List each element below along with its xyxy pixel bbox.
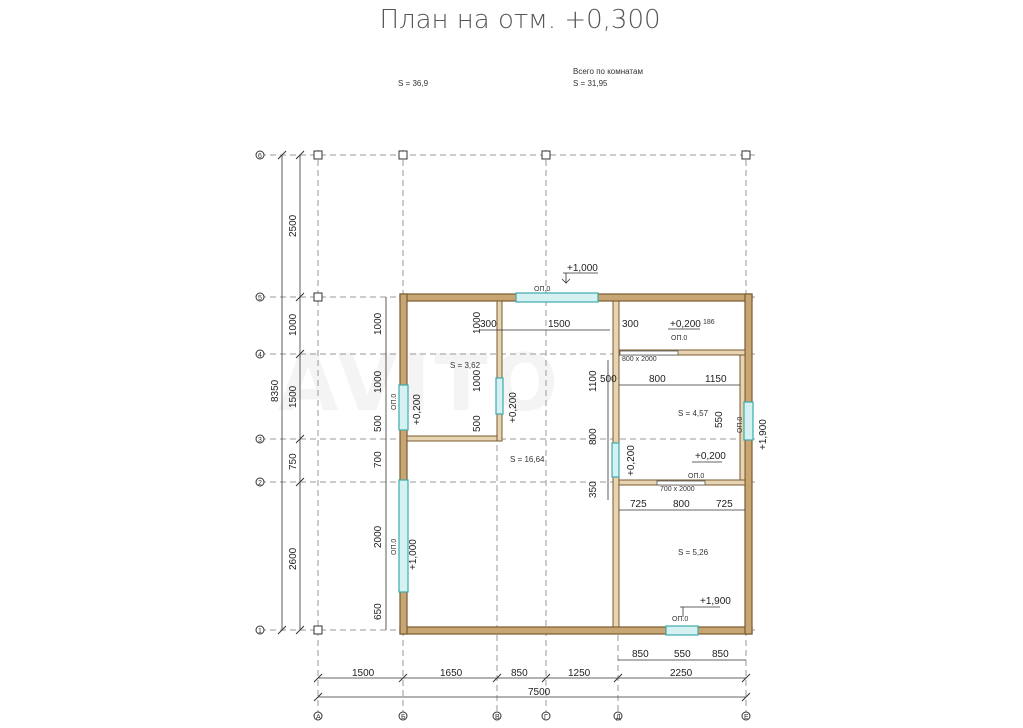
dim-left-1000-a: 1000	[373, 312, 384, 335]
dim-top-300-left: 300	[480, 319, 497, 330]
plan-title: План на отм. +0,300	[379, 5, 660, 35]
dim-left-650: 650	[373, 603, 384, 620]
dim-bottom-1500: 1500	[352, 668, 375, 679]
window-label-left-room: ОП.0	[391, 394, 398, 410]
dim-left-chain-1000: 1000	[288, 313, 299, 336]
axis-bottom-label: Д	[616, 714, 621, 721]
rooms-area: S = 31,95	[573, 79, 608, 88]
room-area-left-small: S = 3,62	[450, 361, 481, 370]
column-markers	[313, 150, 751, 635]
dim-bottom-550: 550	[674, 649, 691, 660]
axis-left-label: 4	[258, 352, 262, 359]
level-left-room-door: +0,200	[508, 392, 519, 423]
doors: 800 x 2000 700 x 2000	[619, 350, 706, 493]
dim-bottom-2250: 2250	[670, 668, 693, 679]
dim-left-total: 8350	[270, 379, 281, 402]
dim-left-2000: 2000	[373, 525, 384, 548]
level-right-inner-door: +0,200	[695, 451, 726, 462]
dim-right-1100: 1100	[588, 370, 599, 392]
door-label-upper: 800 x 2000	[622, 356, 657, 363]
dim-right-500: 500	[600, 374, 617, 385]
dim-bottom-1250: 1250	[568, 668, 591, 679]
level-top-window: +1,000	[567, 263, 598, 274]
axis-left-label: 5	[258, 295, 262, 302]
dim-left-2500: 2500	[288, 214, 299, 237]
dim-left-room-1000-a: 1000	[472, 311, 483, 334]
dim-lower-725-left: 725	[630, 499, 647, 510]
interior-dimensions: 300 1500 300 800 1150 550 500 1100 800 3…	[373, 297, 746, 661]
room-area-right-upper: S = 4,57	[678, 409, 709, 418]
level-left-lower-window: +1,000	[408, 539, 419, 570]
dim-bottom-total: 7500	[528, 687, 551, 698]
dim-right-800-door: 800	[588, 428, 599, 445]
dim-lower-725-right: 725	[716, 499, 733, 510]
window-label-right-top: ОП.0	[671, 335, 687, 342]
dim-lower-800: 800	[673, 499, 690, 510]
level-right-small-top: +0,200	[670, 319, 701, 330]
dim-top-300-right: 300	[622, 319, 639, 330]
dim-left-500-a: 500	[373, 415, 384, 432]
axis-left-label: 1	[258, 628, 262, 635]
dim-bottom-1650: 1650	[440, 668, 463, 679]
axis-bottom-label: В	[495, 714, 500, 721]
room-area-main-hall: S = 16,64	[510, 455, 545, 464]
dim-left-chain-1500: 1500	[288, 385, 299, 408]
level-right-small-top-note: 186	[703, 319, 715, 326]
dim-left-room-1000-b: 1000	[472, 369, 483, 392]
door-label-lower: 700 x 2000	[660, 486, 695, 493]
dim-left-1000-b: 1000	[373, 370, 384, 393]
axis-bottom-label: А	[316, 714, 321, 721]
axis-left-label: 6	[258, 153, 262, 160]
window-label-right-inner: ОП.0	[688, 473, 704, 480]
level-marks: +1,000 +0,200 186 +0,200 +0,200 +0,200 +…	[408, 263, 769, 617]
level-bottom-window: +1,900	[700, 596, 731, 607]
window-label-top: ОП.0	[534, 286, 550, 293]
total-area: S = 36,9	[398, 79, 429, 88]
windows	[398, 292, 754, 636]
dim-bottom-850: 850	[511, 668, 528, 679]
dim-left-500-b: 500	[472, 415, 483, 432]
window-label-bottom: ОП.0	[672, 616, 688, 623]
axis-bottom-label: Б	[401, 714, 406, 721]
dim-bottom-850-right: 850	[712, 649, 729, 660]
window-label-right: ОП.0	[737, 417, 744, 433]
axis-bottom-label: Г	[544, 714, 548, 721]
axis-left-label: 2	[258, 480, 262, 487]
window-label-left-lower: ОП.0	[391, 539, 398, 555]
dim-right-800: 800	[649, 374, 666, 385]
dim-right-1150: 1150	[705, 374, 727, 385]
dim-left-chain-2600: 2600	[288, 547, 299, 570]
level-left-room-window: +0,200	[412, 394, 423, 425]
level-right-room-door: +0,200	[626, 445, 637, 476]
left-dimension-chain: 8350 2500 1000 1500 750 2600	[270, 150, 305, 635]
dim-left-chain-750: 750	[288, 453, 299, 470]
dim-right-550: 550	[714, 411, 725, 428]
axis-bottom-label: Е	[744, 714, 749, 721]
axis-bubbles-bottom: А Б В Г Д Е	[313, 711, 751, 721]
rooms-caption: Всего по комнатам	[573, 67, 643, 76]
bottom-dimension-chain: 1500 1650 850 1250 2250 7500	[313, 668, 751, 702]
room-area-right-lower: S = 5,26	[678, 548, 709, 557]
level-right-window: +1,900	[758, 419, 769, 450]
dim-bottom-850-left: 850	[632, 649, 649, 660]
axis-bubbles-left: 6 5 4 3 2 1	[255, 150, 265, 635]
dim-right-350: 350	[588, 481, 599, 498]
dim-top-1500: 1500	[548, 319, 571, 330]
axis-left-label: 3	[258, 437, 262, 444]
dim-left-700: 700	[373, 451, 384, 468]
